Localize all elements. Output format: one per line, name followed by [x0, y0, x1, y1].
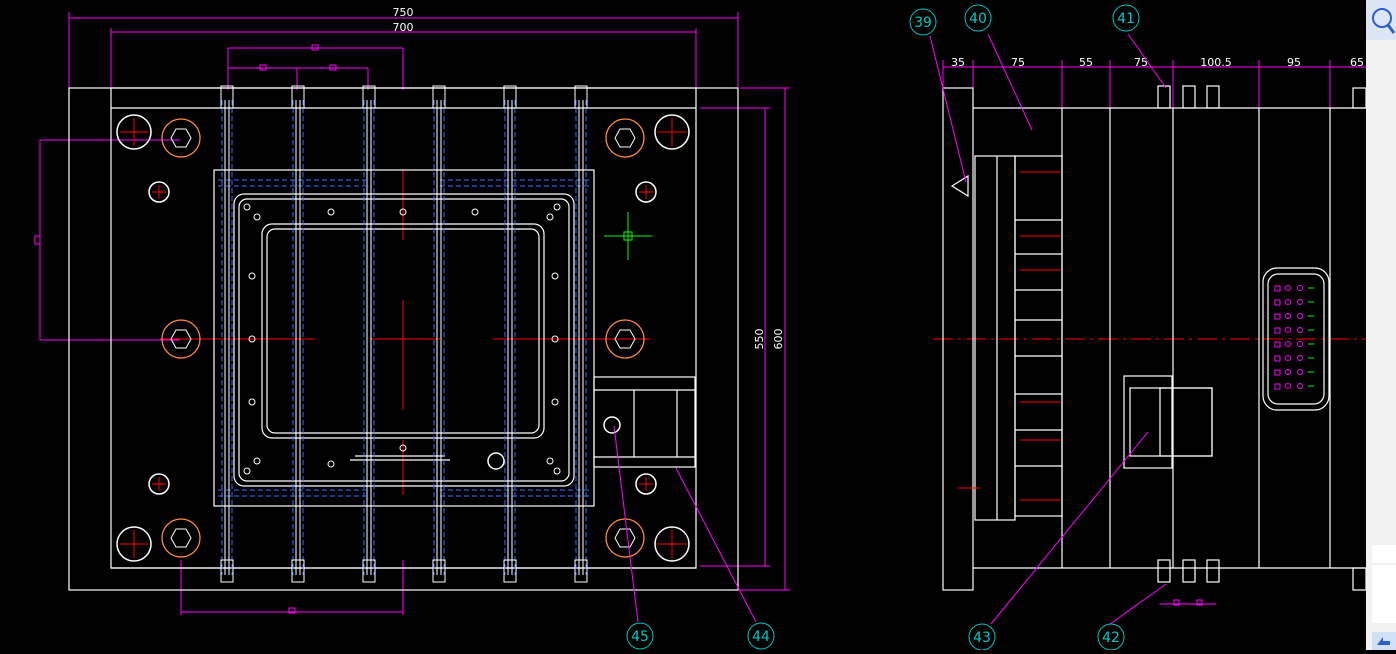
- side-dim-2: 55: [1079, 56, 1093, 69]
- front-hidden-lines: [218, 100, 590, 575]
- balloons: [626, 4, 1140, 650]
- side-dim-0: 35: [951, 56, 965, 69]
- arrow-icon: [1377, 637, 1390, 645]
- toolbar-panel-2[interactable]: [1372, 565, 1396, 623]
- side-dim-4: 100.5: [1200, 56, 1232, 69]
- balloon-43: 43: [973, 630, 991, 646]
- magnifier-icon: [1372, 8, 1396, 34]
- toolbar-top-button[interactable]: [1366, 0, 1396, 40]
- balloon-40: 40: [969, 11, 987, 27]
- side-dim-5: 95: [1287, 56, 1301, 69]
- side-dim-3: 75: [1134, 56, 1148, 69]
- front-dimension-lines: [34, 12, 790, 615]
- side-dim-6: 65: [1350, 56, 1364, 69]
- toolbar-panel-1[interactable]: [1372, 545, 1396, 563]
- right-side-toolbar: [1366, 0, 1396, 650]
- front-guide-pins: [116, 114, 690, 562]
- balloon-44: 44: [752, 629, 770, 645]
- balloon-42: 42: [1102, 630, 1120, 646]
- side-red-marks: [958, 171, 1060, 501]
- ejector-pattern: [1274, 285, 1303, 390]
- balloon-leaders: [613, 33, 1167, 625]
- dim-inner-width: 700: [393, 21, 414, 34]
- cad-cursor: [604, 212, 652, 260]
- side-view: 35 75 55 75 100.5 95 65: [933, 56, 1366, 606]
- balloon-41: 41: [1117, 11, 1135, 27]
- dim-overall-width: 750: [393, 6, 414, 19]
- cad-drawing-canvas[interactable]: 750 700 600 550: [0, 0, 1366, 650]
- balloon-45: 45: [631, 629, 649, 645]
- dim-inner-height: 550: [753, 329, 766, 350]
- front-fittings: [220, 85, 588, 583]
- front-centerlines: [160, 170, 650, 495]
- side-plates: [942, 85, 1366, 591]
- front-cooling-channels: [224, 100, 584, 575]
- ejector-marks: [1308, 287, 1314, 387]
- front-plates: [68, 87, 739, 591]
- front-view: 750 700 600 550: [34, 6, 790, 615]
- toolbar-bottom-button[interactable]: [1372, 632, 1396, 650]
- side-dim-1: 75: [1011, 56, 1025, 69]
- side-dimension-lines: [942, 60, 1366, 606]
- balloon-39: 39: [914, 15, 932, 31]
- dim-overall-height: 600: [772, 329, 785, 350]
